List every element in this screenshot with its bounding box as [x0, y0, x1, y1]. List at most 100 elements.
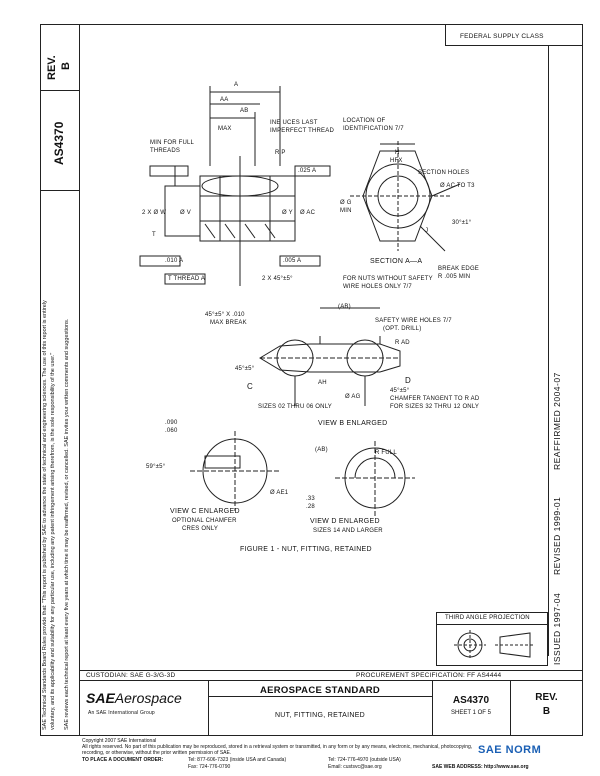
dim-label: .060 [165, 428, 178, 434]
dim-label: R AD [395, 340, 410, 346]
dim-label: T [152, 232, 156, 238]
dim-label: MIN [340, 208, 352, 214]
logo-aerospace-text: Aerospace [114, 690, 182, 706]
dim-label: IMPERFECT THREAD [270, 128, 334, 134]
figure-caption: FIGURE 1 - NUT, FITTING, RETAINED [240, 546, 372, 553]
logo-tagline: An SAE International Group [88, 710, 155, 716]
dim-label: 59°±5° [146, 464, 166, 470]
part-title: NUT, FITTING, RETAINED [274, 712, 366, 719]
dim-label: Ø Y [282, 210, 293, 216]
dim-label: .025 A [298, 168, 317, 174]
rights-line-2: recording, or otherwise, without the pri… [82, 750, 232, 756]
web-address: SAE WEB ADDRESS: http://www.sae.org [432, 764, 529, 770]
dim-label: .010 A [165, 258, 184, 264]
dim-label: .005 A [283, 258, 302, 264]
procurement-spec-label: PROCUREMENT SPECIFICATION: FF AS4444 [356, 672, 502, 679]
divider [40, 90, 80, 91]
dim-label: A [234, 82, 239, 88]
standard-title: AEROSPACE STANDARD [259, 685, 381, 696]
dim-label: R FULL [375, 450, 397, 456]
divider [208, 696, 432, 697]
dim-label: .090 [165, 420, 178, 426]
dim-label: (AB) [315, 447, 328, 453]
divider [208, 680, 209, 736]
dim-label: MIN FOR FULL [150, 140, 195, 146]
dim-label: AA [220, 97, 229, 103]
projection-box [436, 612, 548, 666]
drawing-frame [40, 24, 583, 736]
dim-label: .33 [306, 496, 315, 502]
dim-label: WIRE HOLES ONLY 7/7 [343, 284, 412, 290]
dim-label: SECTION HOLES [418, 170, 470, 176]
sheet-number: SHEET 1 OF 5 [451, 710, 491, 716]
dim-label: SIZES 02 THRU 06 ONLY [258, 404, 333, 410]
divider [80, 680, 583, 681]
title-rev-label: REV. [535, 692, 558, 703]
view-title: SECTION A—A [370, 258, 423, 265]
rights-line: All rights reserved. No part of this pub… [82, 744, 473, 750]
view-title: VIEW B ENLARGED [318, 420, 388, 427]
dim-label: R .005 MIN [438, 274, 471, 280]
side-notice-line2: voluntary, and its applicability and sui… [50, 352, 56, 730]
dim-label: Ø G [340, 200, 352, 206]
dim-label: 2 X 45°±5° [262, 276, 293, 282]
dim-label: OPTIONAL CHAMFER [172, 518, 237, 524]
rev-value-vertical: B [60, 62, 72, 70]
dim-label: HFX [390, 158, 403, 164]
view-title: VIEW C ENLARGED [170, 508, 240, 515]
dim-label: FOR SIZES 32 THRU 12 ONLY [390, 404, 480, 410]
right-margin-divider [548, 46, 549, 656]
dim-label: C [247, 382, 253, 391]
dim-label: 45°±5° X .010 [205, 312, 245, 318]
dim-label: FOR NUTS WITHOUT SAFETY [343, 276, 433, 282]
title-rev-value: B [542, 706, 551, 717]
tel-outside-usa: Tel: 724-776-4970 (outside USA) [328, 757, 401, 763]
reaffirmed-date: REAFFIRMED 2004-07 [552, 372, 562, 470]
dim-label: 45°±5° [390, 388, 410, 394]
dim-label: IDENTIFICATION 7/7 [343, 126, 404, 132]
dim-label: T THREAD A [168, 276, 206, 282]
projection-symbol-icon [454, 630, 535, 660]
custodian-label: CUSTODIAN: SAE G-3/G-3D [86, 672, 176, 679]
dim-label: .28 [306, 504, 315, 510]
revised-date: REVISED 1999-01 [552, 496, 562, 575]
dim-label: INE UCES LAST [270, 120, 318, 126]
dim-label: (OPT. DRILL) [383, 326, 422, 332]
dim-label: Ø V [180, 210, 191, 216]
view-title: VIEW D ENLARGED [310, 518, 380, 525]
side-notice-line3: SAE reviews each technical report at lea… [64, 318, 70, 730]
tel-inside-usa: Tel: 877-606-7323 (inside USA and Canada… [188, 757, 287, 763]
divider [40, 190, 80, 191]
federal-supply-class-label: FEDERAL SUPPLY CLASS [460, 33, 544, 40]
title-doc-number: AS4370 [452, 695, 490, 706]
doc-number-vertical: AS4370 [52, 121, 66, 165]
rev-label-vertical: REV. [46, 55, 58, 80]
copyright-line: Copyright 2007 SAE International [82, 738, 157, 744]
dim-label: Ø AG [345, 394, 361, 400]
dim-label: MAX BREAK [210, 320, 247, 326]
dim-label: CHAMFER TANGENT TO R AD [390, 396, 480, 402]
dim-label: SIZES 14 AND LARGER [313, 528, 383, 534]
dim-label: 45°±5° [235, 366, 255, 372]
dim-label: J [425, 228, 429, 234]
federal-supply-class-box [445, 24, 583, 46]
divider [510, 680, 511, 736]
projection-label: THIRD ANGLE PROJECTION [445, 615, 530, 621]
divider [436, 624, 548, 625]
dim-label: Ø AC [300, 210, 316, 216]
fax-number: Fax: 724-776-0790 [188, 764, 231, 770]
dim-label: R P [275, 150, 286, 156]
dim-label: MAX [218, 126, 232, 132]
dim-label: (AB) [338, 304, 351, 310]
engineering-drawing [139, 86, 461, 516]
dim-label: BREAK EDGE [438, 266, 480, 272]
dim-label: LOCATION OF [343, 118, 386, 124]
order-label: TO PLACE A DOCUMENT ORDER: [82, 757, 164, 763]
sae-aerospace-logo: SAEAerospace [86, 690, 182, 708]
dim-label: SAFETY WIRE HOLES 7/7 [375, 318, 452, 324]
email-address: Email: custsvc@sae.org [328, 764, 382, 770]
dim-label: H [395, 150, 400, 156]
dim-label: CRES ONLY [182, 526, 219, 532]
issued-date: ISSUED 1997-04 [552, 592, 562, 665]
left-column [40, 24, 80, 736]
